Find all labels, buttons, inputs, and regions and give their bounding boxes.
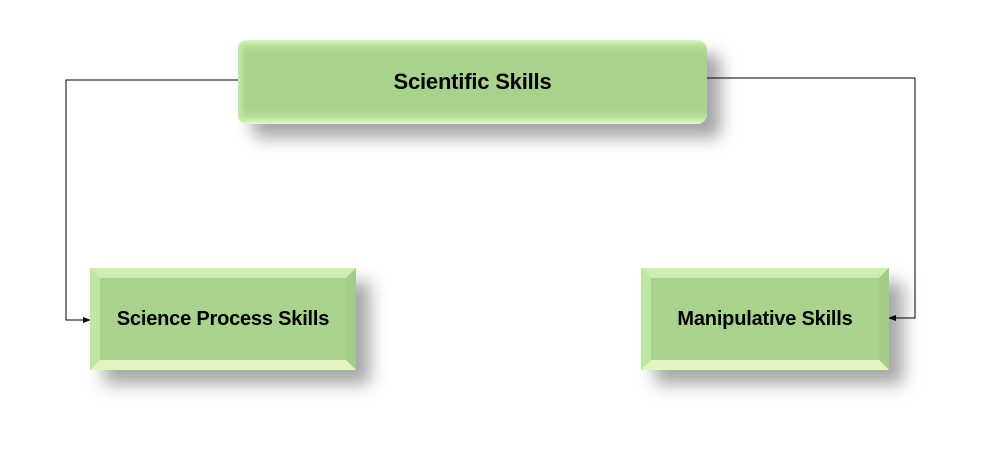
- node-science-process-skills: Science Process Skills: [90, 268, 356, 370]
- node-scientific-skills: Scientific Skills: [238, 40, 707, 124]
- node-label: Scientific Skills: [393, 69, 552, 94]
- node-label: Science Process Skills: [116, 307, 330, 330]
- node-manipulative-skills: Manipulative Skills: [641, 268, 889, 370]
- connector-to-science-process-skills: [65, 79, 238, 323]
- connector-to-manipulative-skills: [707, 77, 916, 321]
- node-label: Manipulative Skills: [677, 307, 853, 330]
